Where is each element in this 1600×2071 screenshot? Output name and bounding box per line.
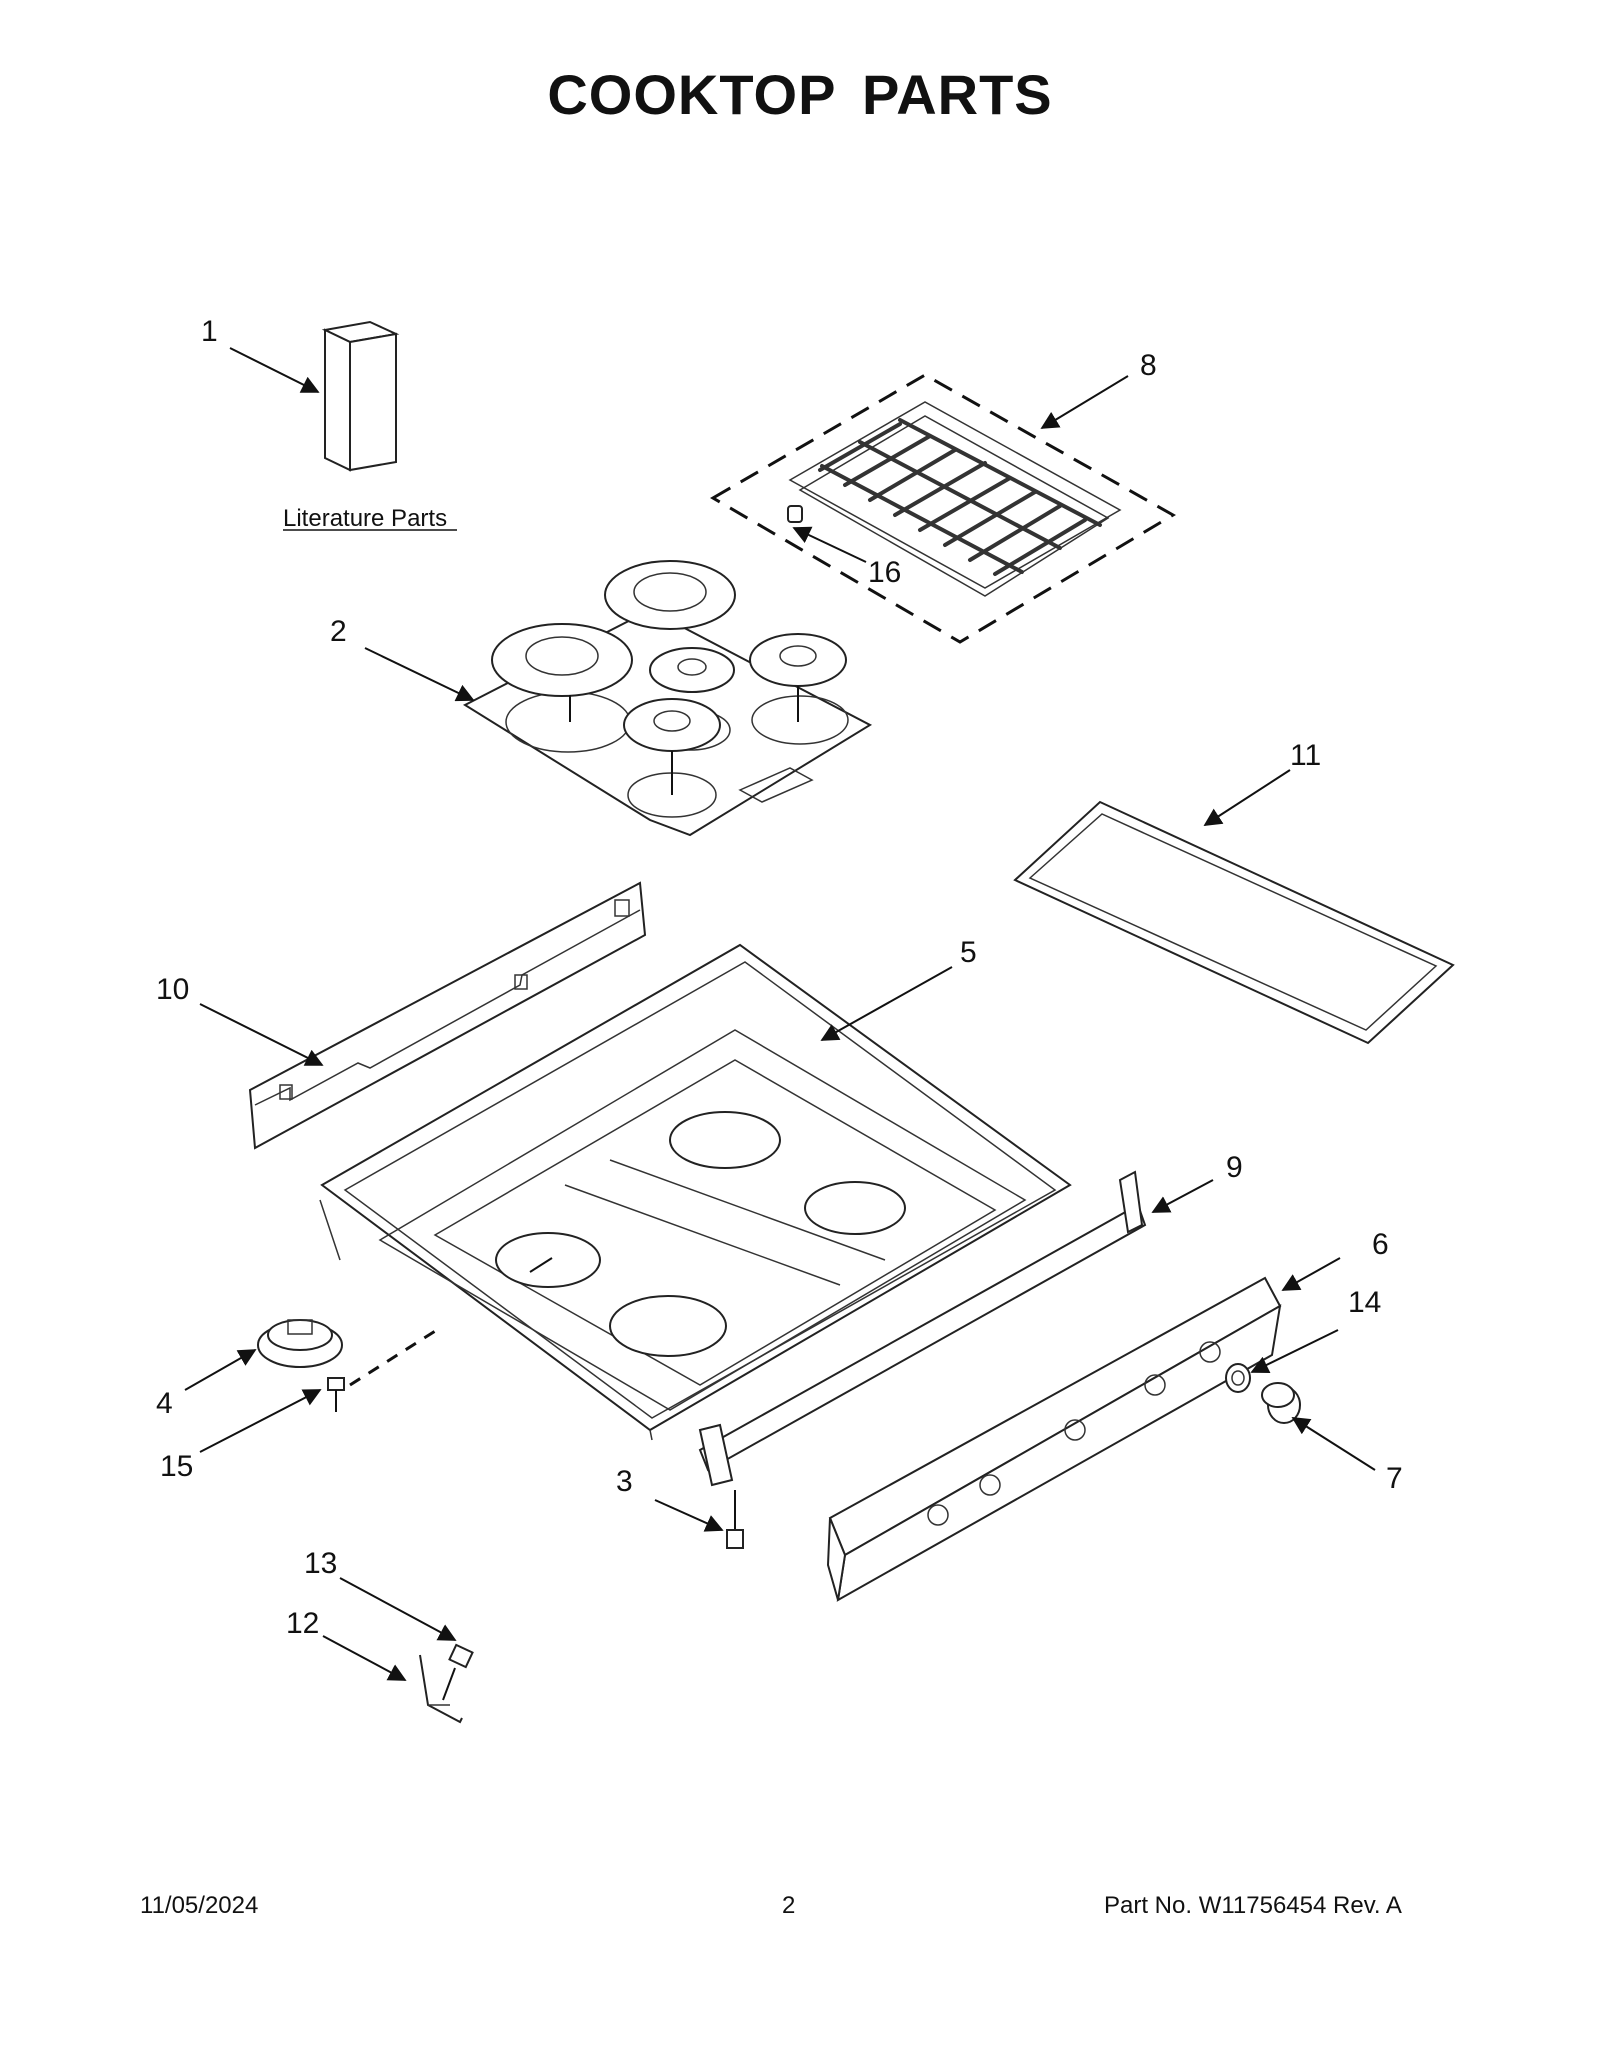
callout-14: 14 (1348, 1286, 1381, 1319)
burner-screw (327, 1377, 345, 1412)
page-title: COOKTOP PARTS (547, 63, 1053, 126)
callout-numbers: 1 2 3 4 5 6 7 8 9 10 11 12 13 14 15 16 (156, 315, 1403, 1640)
burner-cap-right (749, 633, 847, 722)
callout-7: 7 (1386, 1462, 1403, 1495)
griddle (1013, 800, 1455, 1045)
callout-11: 11 (1290, 739, 1321, 772)
callout-16: 16 (868, 556, 901, 589)
callout-13: 13 (304, 1547, 337, 1580)
manifold-bracket (698, 1170, 1147, 1487)
cooktop-pan (319, 943, 1072, 1441)
callout-6: 6 (1372, 1228, 1389, 1261)
manifold-panel (826, 1276, 1282, 1602)
callout-12: 12 (286, 1607, 319, 1640)
callout-5: 5 (960, 936, 977, 969)
callout-8: 8 (1140, 349, 1157, 382)
callout-4: 4 (156, 1387, 173, 1420)
callout-1: 1 (201, 315, 218, 348)
rear-bracket (248, 881, 647, 1150)
callout-10: 10 (156, 973, 189, 1006)
callout-15: 15 (160, 1450, 193, 1483)
surface-burner (257, 1319, 343, 1368)
knob-bezel (1225, 1363, 1251, 1393)
cooktop-surface (462, 560, 873, 837)
literature-parts-booklet: Literature Parts (283, 320, 457, 532)
footer-page-number: 2 (782, 1892, 796, 1919)
anti-tip-bracket (419, 1654, 463, 1724)
literature-parts-label: Literature Parts (283, 505, 447, 532)
footer-part-number: Part No. W11756454 Rev. A (1104, 1892, 1402, 1919)
footer-date: 11/05/2024 (140, 1892, 259, 1919)
callout-arrows (184, 347, 1376, 1681)
grates (710, 373, 1176, 644)
anti-tip-screw (442, 1643, 474, 1701)
burner-cap-front (623, 698, 721, 795)
callout-2: 2 (330, 615, 347, 648)
burner-cap-large-front-left (491, 623, 633, 722)
burner-cap-center (649, 647, 735, 693)
callout-9: 9 (1226, 1151, 1243, 1184)
burner-cap-large-rear (604, 560, 736, 630)
callout-3: 3 (616, 1465, 633, 1498)
bracket-screw (726, 1490, 744, 1549)
control-knob (1261, 1382, 1301, 1424)
